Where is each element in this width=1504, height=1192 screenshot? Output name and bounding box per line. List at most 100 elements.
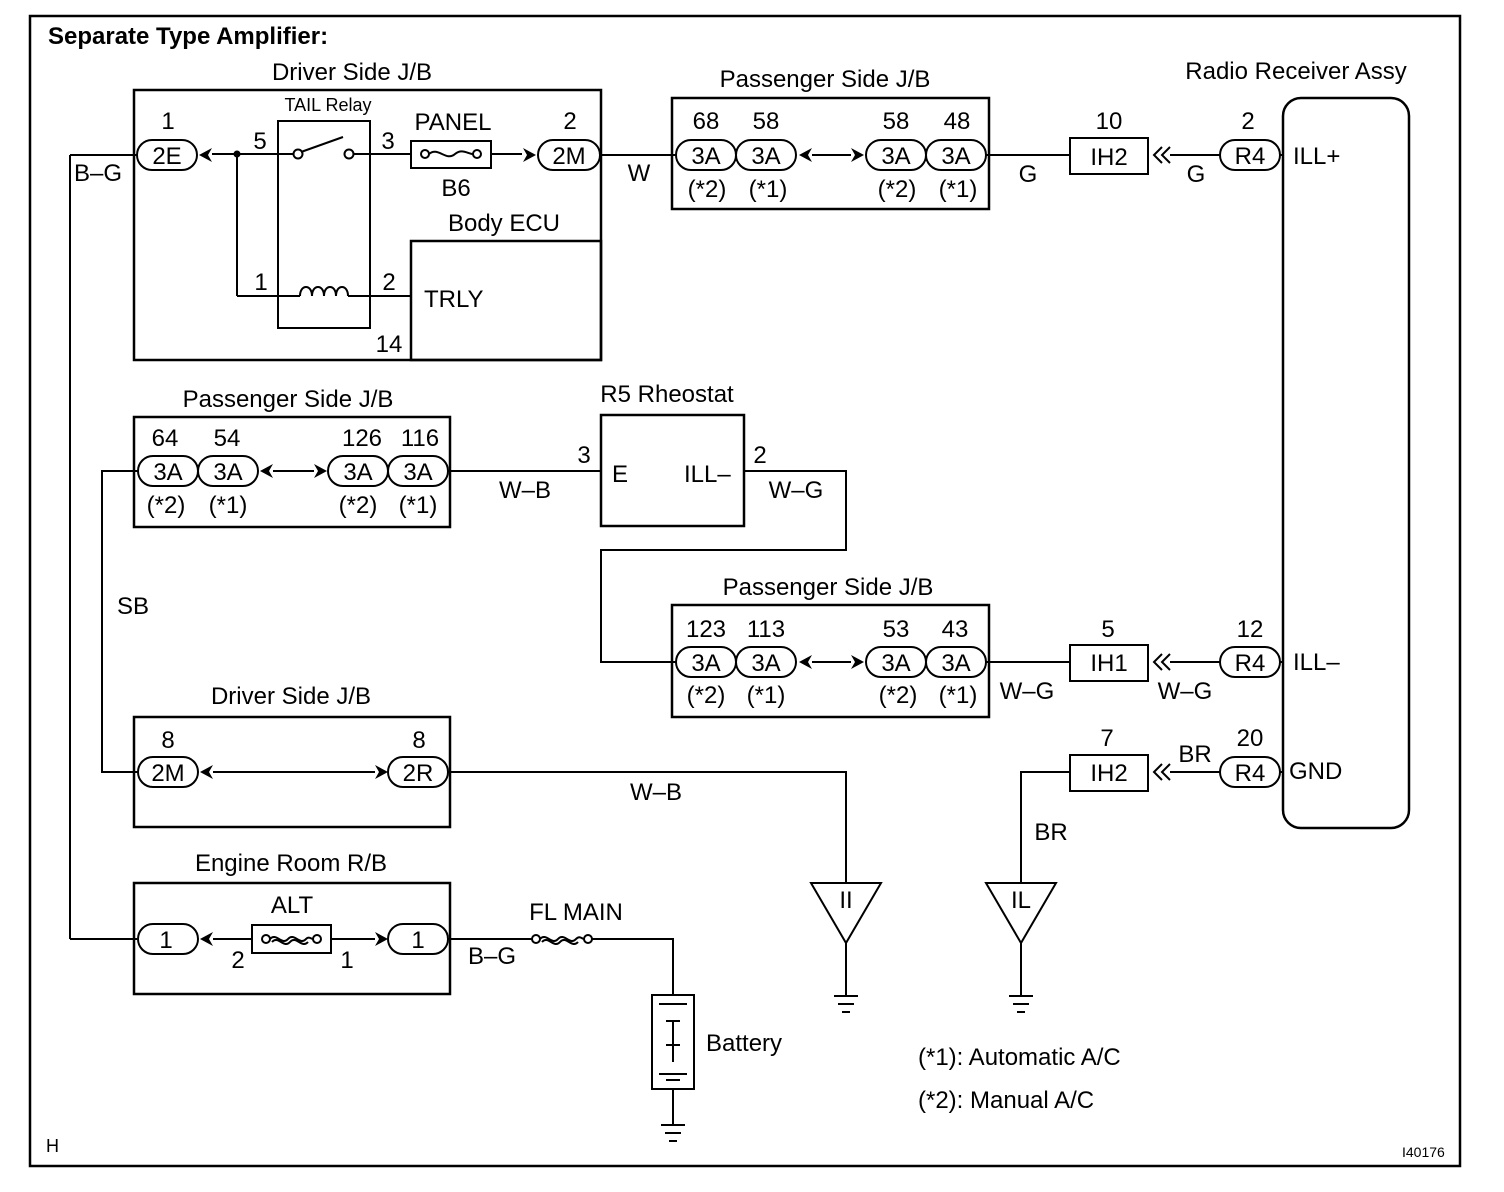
pjb-mid-conn-2-label: 3A	[213, 459, 242, 486]
ground-il-symbol-icon	[1009, 995, 1033, 1013]
driver-jb-low-arrow-left-icon	[200, 765, 213, 779]
driver-jb-low: Driver Side J/B 8 2M 8 2R	[132, 683, 452, 829]
pjb-top-conn-4-label: 3A	[941, 143, 970, 170]
wire-label-wb-1: W–B	[499, 477, 551, 504]
pjb-mid-note-1: (*2)	[147, 492, 186, 519]
driver-jb-low-left-pin: 8	[161, 727, 174, 754]
r4-low-pin: 20	[1237, 725, 1264, 752]
pjb-low-note-4: (*1)	[939, 682, 978, 709]
pjb-low-arrow-right-icon	[851, 655, 864, 669]
r4-low-label: R4	[1235, 760, 1266, 787]
wire-label-sb: SB	[117, 593, 149, 620]
arrow-2e-icon	[199, 148, 212, 162]
arrow-2m-icon	[523, 148, 536, 162]
pjb-low-pin-1: 123	[686, 616, 726, 643]
pjb-mid-conn-3-label: 3A	[343, 459, 372, 486]
pjb-top-pin-2: 58	[753, 108, 780, 135]
pjb-top-note-2: (*1)	[749, 176, 788, 203]
pjb-low-arrow-left-icon	[799, 655, 812, 669]
pjb-low-conn-1-label: 3A	[691, 650, 720, 677]
ih2-low-pin: 7	[1100, 725, 1113, 752]
r4-mid-pin: 12	[1237, 616, 1264, 643]
rheostat-label: R5 Rheostat	[600, 381, 734, 408]
driver-jb-low-right-pin: 8	[412, 727, 425, 754]
ground-il: IL	[984, 882, 1058, 1013]
alt-fuse-contact-right	[312, 934, 322, 944]
fl-main-contact-right	[583, 934, 593, 944]
relay-coil-icon	[299, 286, 349, 297]
wire-label-bg-bottom: B–G	[468, 943, 516, 970]
wire-wg-1	[600, 470, 847, 663]
alt-fuse-element-icon	[269, 936, 314, 942]
engine-rb-arrow-right-icon	[375, 932, 388, 946]
conn-2r-label: 2R	[403, 760, 434, 787]
r4-top-pin: 2	[1241, 108, 1254, 135]
ih2-top-chevron-icon	[1152, 146, 1171, 164]
rheostat-e: E	[612, 461, 628, 488]
driver-jb-top: Driver Side J/B TAIL Relay 5 3 1 2 1 2E …	[132, 59, 603, 362]
pjb-top-conn-2	[735, 139, 797, 171]
driver-jb-low-label: Driver Side J/B	[211, 683, 371, 710]
pjb-low-pin-2: 113	[747, 616, 785, 643]
radio-ill-minus: ILL–	[1293, 649, 1340, 676]
ground-il-label: IL	[1011, 887, 1031, 914]
ih1-label: IH1	[1090, 650, 1127, 677]
ground-il-triangle-icon	[984, 882, 1058, 945]
body-ecu-trly: TRLY	[424, 286, 484, 313]
pjb-low-pin-3: 53	[883, 616, 910, 643]
panel-fuse-label: PANEL	[415, 109, 492, 136]
wire-label-wg-3: W–G	[1158, 678, 1213, 705]
pjb-low-conn-4-label: 3A	[941, 650, 970, 677]
pjb-mid-pin-3: 126	[342, 425, 382, 452]
pjb-top-note-4: (*1)	[939, 176, 978, 203]
passenger-jb-low: Passenger Side J/B 123 113 53 43 3A 3A 3…	[670, 574, 991, 719]
pjb-top-note-1: (*2)	[688, 176, 727, 203]
wire-label-g-1: G	[1019, 161, 1038, 188]
relay-switch-arm	[300, 136, 344, 153]
pjb-top-note-3: (*2)	[878, 176, 917, 203]
pjb-top-pin-1: 68	[693, 108, 720, 135]
pjb-low-conn-2-label: 3A	[751, 650, 780, 677]
radio-gnd: GND	[1289, 758, 1342, 785]
fl-main-contact-left	[531, 934, 541, 944]
pjb-low-conn-3-label: 3A	[881, 650, 910, 677]
wire-label-wg-2: W–G	[1000, 678, 1055, 705]
conn-2m-label: 2M	[552, 143, 585, 170]
rheostat-pin-2: 2	[753, 442, 766, 469]
ground-ii-symbol-icon	[834, 995, 858, 1013]
passenger-jb-top-label: Passenger Side J/B	[720, 66, 931, 93]
relay-switch-contact-right	[343, 148, 355, 160]
fl-main-link-icon	[539, 936, 585, 942]
alt-fuse-element2-icon	[271, 939, 309, 945]
tail-relay-label: TAIL Relay	[284, 95, 371, 115]
tail-relay-box	[277, 120, 371, 329]
wire-label-br-2: BR	[1034, 819, 1067, 846]
pjb-mid-pin-1: 64	[152, 425, 179, 452]
ground-ii-label: II	[839, 887, 852, 914]
fl-main-label: FL MAIN	[529, 899, 623, 926]
engine-room-rb: Engine Room R/B 1 ALT 1 2 1	[132, 850, 452, 996]
pjb-low-conn-2	[735, 646, 797, 678]
legend-manual: (*2): Manual A/C	[918, 1087, 1094, 1114]
pjb-mid-arrow-right-icon	[314, 464, 327, 478]
ih1-pin: 5	[1101, 616, 1114, 643]
passenger-jb-top: Passenger Side J/B 68 58 58 48 3A 3A 3A …	[670, 66, 991, 211]
battery-cells-icon	[659, 1003, 687, 1081]
legend-auto: (*1): Automatic A/C	[918, 1044, 1121, 1071]
pjb-low-note-1: (*2)	[687, 682, 726, 709]
ih2-top-pin: 10	[1096, 108, 1123, 135]
engine-rb-label: Engine Room R/B	[195, 850, 387, 877]
pjb-low-pin-4: 43	[942, 616, 969, 643]
conn-2m-low-label: 2M	[151, 760, 184, 787]
pjb-mid-conn-4-label: 3A	[403, 459, 432, 486]
passenger-jb-mid: Passenger Side J/B 64 54 126 116 3A 3A 3…	[132, 386, 452, 529]
ih1-connector	[1069, 644, 1149, 682]
wire-label-w: W	[628, 160, 651, 187]
pjb-top-conn-1-label: 3A	[691, 143, 720, 170]
battery-label: Battery	[706, 1030, 782, 1057]
wire-label-wb-2: W–B	[630, 779, 682, 806]
passenger-jb-low-label: Passenger Side J/B	[723, 574, 934, 601]
engine-rb-pin-1: 1	[340, 947, 353, 974]
passenger-jb-mid-label: Passenger Side J/B	[183, 386, 394, 413]
pjb-top-pin-4: 48	[944, 108, 971, 135]
